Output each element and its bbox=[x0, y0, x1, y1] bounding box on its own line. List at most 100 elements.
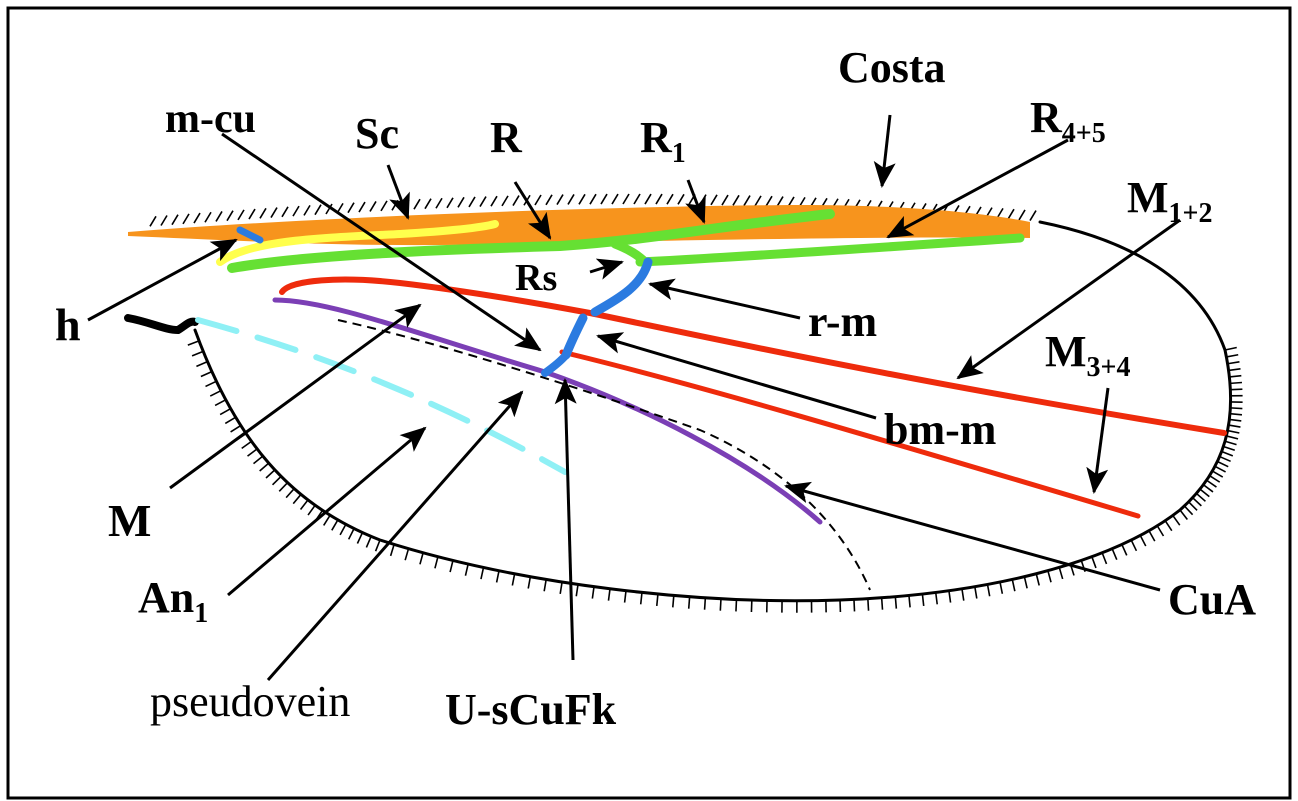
arrow-usc bbox=[554, 378, 577, 661]
label-rm: r-m bbox=[808, 297, 877, 346]
fringe-hair bbox=[622, 193, 630, 205]
fringe-hair bbox=[1229, 412, 1243, 416]
fringe-hair bbox=[419, 552, 424, 565]
fringe-hair bbox=[1035, 573, 1040, 586]
fringe-hair bbox=[1192, 497, 1202, 507]
fringe-hair bbox=[259, 207, 267, 219]
arrow-r1 bbox=[685, 179, 706, 224]
sc-vein bbox=[216, 220, 499, 266]
fringe-hair bbox=[1230, 407, 1243, 410]
label-sc: Sc bbox=[355, 109, 399, 158]
fringe-hair bbox=[219, 407, 231, 416]
fringe-hair bbox=[271, 475, 282, 486]
fringe-hair bbox=[347, 528, 355, 540]
fringe-hair bbox=[894, 596, 898, 609]
fringe-hair bbox=[1223, 445, 1236, 452]
arrow-cua bbox=[784, 481, 1161, 592]
fringe-hair bbox=[1183, 505, 1194, 516]
fringe-hair bbox=[303, 204, 311, 216]
arrow-m34 bbox=[1086, 387, 1110, 494]
fringe-hair bbox=[1195, 492, 1206, 502]
fringe-hair bbox=[193, 212, 201, 224]
arrow-pseudovein bbox=[266, 390, 524, 681]
fringe-hair bbox=[1229, 381, 1243, 385]
fringe-hair bbox=[948, 590, 952, 603]
fringe-hair bbox=[171, 214, 179, 226]
arrow-r45 bbox=[886, 138, 1069, 239]
fringe-hair bbox=[480, 567, 485, 580]
fringe-hair bbox=[501, 195, 509, 207]
m-vein bbox=[279, 276, 1227, 436]
fringe-hair bbox=[578, 193, 586, 205]
fringe-hair bbox=[237, 209, 245, 221]
fringe-hair bbox=[567, 194, 575, 205]
label-h: h bbox=[55, 299, 81, 350]
fringe-hair bbox=[591, 586, 595, 599]
fringe-hair bbox=[1156, 525, 1165, 537]
fringe-hair bbox=[224, 416, 237, 425]
fringe-hair bbox=[464, 563, 469, 576]
fringe-hair bbox=[1224, 440, 1237, 446]
fringe-hair bbox=[765, 195, 773, 207]
fringe-hair bbox=[404, 548, 410, 561]
fringe-hair bbox=[1229, 418, 1242, 422]
wing-outline bbox=[124, 220, 1233, 603]
pseudovein-line bbox=[337, 319, 871, 591]
fringe-hair bbox=[1199, 488, 1210, 498]
fringe-hair bbox=[986, 584, 991, 597]
fringe-hair bbox=[655, 193, 663, 205]
label-pseudovein: pseudovein bbox=[150, 677, 350, 726]
fringe-hair bbox=[265, 469, 276, 479]
fringe-hair bbox=[322, 514, 331, 526]
fringe-hair bbox=[1091, 556, 1097, 569]
m34-vein bbox=[559, 349, 1141, 519]
fringe-hair bbox=[687, 596, 691, 609]
fringe-hair bbox=[1211, 470, 1224, 478]
fringe-hair bbox=[1219, 455, 1231, 463]
fringe-hair bbox=[1139, 535, 1147, 547]
fringe-hair bbox=[424, 198, 432, 210]
fringe-hair bbox=[259, 462, 270, 472]
arrow-m12 bbox=[956, 218, 1181, 380]
fringe-hair bbox=[1172, 514, 1181, 526]
fringe-hair bbox=[1018, 209, 1026, 221]
fringe-hair bbox=[559, 581, 563, 594]
fringe-hair bbox=[921, 593, 925, 607]
fringe-hair bbox=[1217, 460, 1229, 468]
fringe-hair bbox=[1227, 429, 1240, 434]
fringe-hair bbox=[160, 215, 168, 226]
label-costa: Costa bbox=[838, 43, 946, 92]
fringe-hair bbox=[314, 204, 322, 216]
arrow-bmm bbox=[596, 332, 877, 420]
fringe-hair bbox=[495, 570, 500, 583]
fringe-hair bbox=[1029, 210, 1037, 221]
fringe-hair bbox=[1221, 450, 1234, 457]
fringe-hair bbox=[200, 370, 213, 378]
fringe-hair bbox=[356, 532, 364, 544]
fringe-hair bbox=[490, 195, 498, 207]
fringe-hair bbox=[1229, 374, 1242, 378]
arrow-an1 bbox=[227, 426, 427, 597]
fringe-hair bbox=[413, 198, 421, 210]
label-m34: M3+4 bbox=[1045, 327, 1131, 383]
fringe-hair bbox=[281, 206, 289, 218]
fringe-hair bbox=[961, 588, 965, 601]
fringe-hair bbox=[1101, 552, 1108, 565]
fringe-hair bbox=[934, 592, 938, 605]
fringe-hair bbox=[285, 488, 295, 499]
label-rs: Rs bbox=[515, 257, 557, 299]
fringe-hair bbox=[754, 195, 762, 207]
fringe-hair bbox=[589, 193, 597, 205]
fringe-hair bbox=[1179, 509, 1188, 520]
fringe-hair bbox=[1228, 424, 1241, 428]
rs-stub-vein bbox=[610, 239, 650, 267]
fringe-hair bbox=[543, 579, 547, 592]
fringe-hair bbox=[149, 215, 157, 227]
fringe-hair bbox=[1023, 576, 1028, 589]
wing-fringe-hairs bbox=[149, 193, 1243, 613]
fringe-hair bbox=[205, 380, 217, 388]
fringe-hair bbox=[331, 519, 339, 531]
fringe-hair bbox=[1209, 475, 1221, 483]
fringe-hair bbox=[248, 208, 256, 220]
fringe-hair bbox=[187, 340, 200, 346]
